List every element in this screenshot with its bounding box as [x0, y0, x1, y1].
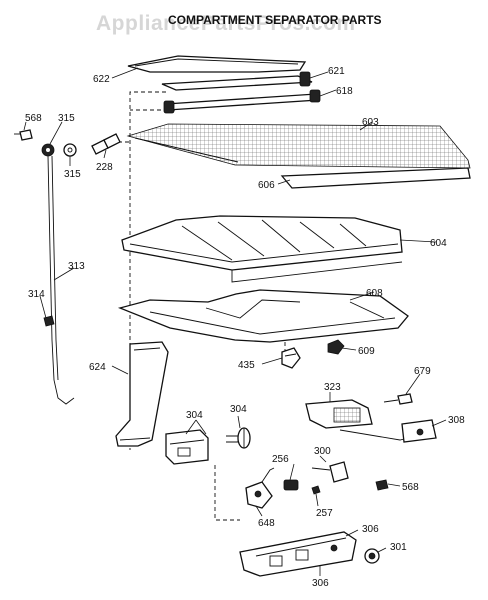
part-603-shelf[interactable]	[126, 123, 471, 169]
leader-lines	[23, 67, 447, 576]
label-300: 300	[314, 446, 331, 457]
label-315-top: 315	[58, 113, 75, 124]
part-306-base[interactable]	[239, 531, 357, 577]
part-618-rod[interactable]	[163, 89, 321, 114]
part-624-baffle[interactable]	[115, 341, 169, 447]
part-608-pan[interactable]	[117, 289, 409, 343]
label-323: 323	[324, 382, 341, 393]
diagram-title: COMPARTMENT SEPARATOR PARTS	[168, 13, 382, 27]
part-648-thermostat[interactable]	[245, 467, 275, 509]
label-228: 228	[96, 162, 113, 173]
part-621-rail[interactable]	[161, 71, 313, 91]
label-648: 648	[258, 518, 275, 529]
label-304-right: 304	[230, 404, 247, 415]
label-435: 435	[238, 360, 255, 371]
part-228-fitting[interactable]	[91, 133, 121, 155]
part-304-housing[interactable]	[165, 429, 209, 465]
label-304-left: 304	[186, 410, 203, 421]
part-314-clip[interactable]	[43, 315, 55, 327]
part-301-knob[interactable]	[364, 548, 380, 564]
label-622: 622	[93, 74, 110, 85]
label-603: 603	[362, 117, 379, 128]
part-300-switch[interactable]	[311, 461, 349, 483]
label-308: 308	[448, 415, 465, 426]
label-604: 604	[430, 238, 447, 249]
label-609: 609	[358, 346, 375, 357]
part-labels: 622 621 618 568 315 315 228 603 606 604 …	[25, 66, 465, 589]
label-313: 313	[68, 261, 85, 272]
label-301: 301	[390, 542, 407, 553]
label-314: 314	[28, 289, 45, 300]
label-621: 621	[328, 66, 345, 77]
label-306-bottom: 306	[312, 578, 329, 589]
label-618: 618	[336, 86, 353, 97]
part-315-washer[interactable]	[63, 143, 77, 157]
label-606: 606	[258, 180, 275, 191]
label-306-top: 306	[362, 524, 379, 535]
label-257: 257	[316, 508, 333, 519]
part-256-terminal[interactable]	[283, 479, 299, 491]
part-568-screw[interactable]	[14, 129, 33, 141]
part-604-separator[interactable]	[121, 215, 403, 283]
part-315-nut[interactable]	[41, 143, 55, 157]
part-304-knob[interactable]	[226, 427, 251, 449]
part-308-plate[interactable]	[401, 419, 437, 443]
part-606-trim[interactable]	[280, 167, 471, 189]
label-608: 608	[366, 288, 383, 299]
label-568-left: 568	[25, 113, 42, 124]
part-609-bracket[interactable]	[327, 339, 345, 355]
label-624: 624	[89, 362, 106, 373]
label-568-right: 568	[402, 482, 419, 493]
watermark: AppliancePartsPros.com	[96, 12, 356, 35]
label-315-bottom: 315	[64, 169, 81, 180]
part-257-screw[interactable]	[311, 485, 321, 495]
label-679: 679	[414, 366, 431, 377]
part-679-screw[interactable]	[383, 393, 413, 405]
part-568-screw-right[interactable]	[375, 479, 389, 491]
label-256: 256	[272, 454, 289, 465]
part-323-bracket[interactable]	[305, 399, 417, 441]
part-435-clip[interactable]	[281, 347, 301, 369]
part-622-cover[interactable]	[127, 55, 307, 73]
part-313-rod[interactable]	[47, 155, 75, 405]
